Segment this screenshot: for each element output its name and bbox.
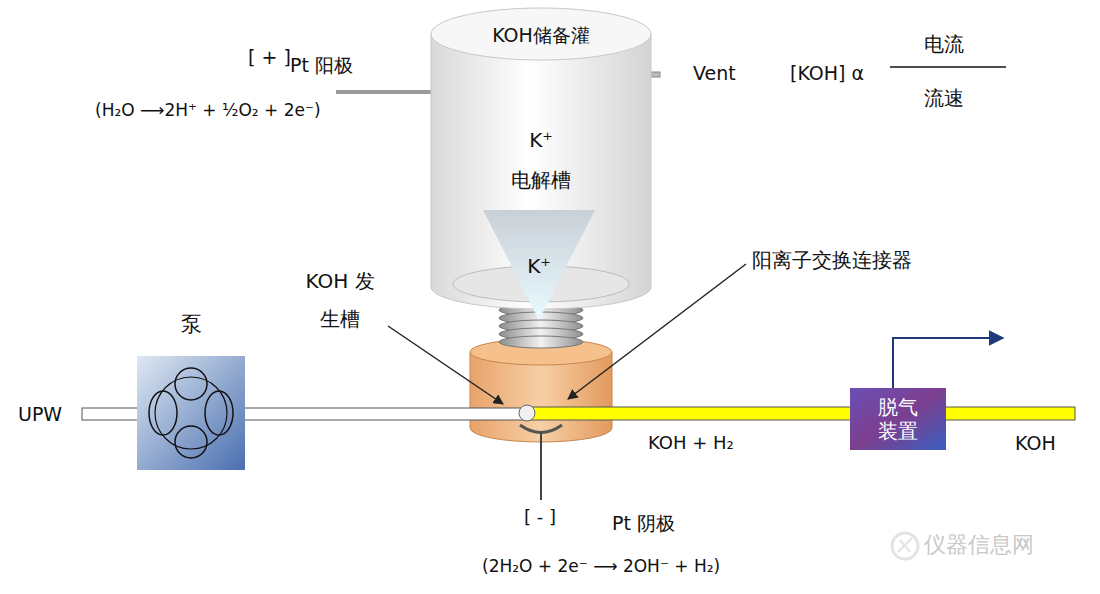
- degas-box: [850, 388, 946, 450]
- pump: 泵: [137, 356, 245, 470]
- label: [ + ]: [248, 46, 291, 69]
- cathode-wire: [540, 432, 542, 500]
- degas-unit: 脱气装置: [850, 388, 946, 450]
- label: Vent: [693, 62, 736, 85]
- node-text: KOH储备灌: [492, 24, 590, 47]
- drawing-part: [898, 538, 912, 552]
- node-text: K⁺: [529, 128, 553, 152]
- label: KOH 发生槽: [298, 262, 382, 338]
- label: (H₂O ⟶2H⁺ + ½O₂ + 2e⁻): [95, 100, 321, 120]
- pump-lobe: [149, 391, 177, 435]
- electrolysis-cone: K⁺: [483, 210, 595, 320]
- label: 阳离子交换连接器: [752, 248, 912, 272]
- fraction-bar: [890, 66, 1006, 68]
- pump-lobe: [175, 368, 207, 400]
- label: (2H₂O + 2e⁻ ⟶ 2OH⁻ + H₂): [482, 556, 720, 576]
- leader-line: [388, 326, 503, 404]
- label: Pt 阴极: [612, 512, 675, 535]
- label: [KOH] α: [790, 62, 864, 85]
- label: KOH: [1015, 432, 1056, 455]
- gas-vent-arrow: [893, 338, 1003, 390]
- koh-generator: [470, 339, 612, 442]
- node-text: 电解槽: [511, 168, 571, 192]
- node-text: K⁺: [527, 254, 551, 278]
- label: [ - ]: [524, 506, 556, 528]
- ion-flow-cone: [483, 210, 595, 320]
- label: UPW: [18, 403, 62, 426]
- reservoir-tank: K⁺ KOH储备灌 K⁺ 电解槽: [430, 4, 652, 309]
- label: KOH + H₂: [648, 432, 734, 454]
- cation-exchange-connector: [519, 405, 535, 421]
- tank-body: [431, 34, 651, 309]
- pump-heading: 泵: [181, 312, 202, 337]
- node-text: 脱气装置: [876, 395, 920, 443]
- pump-lobe: [175, 426, 207, 458]
- pump-box: [137, 356, 245, 470]
- cathode-electrode: [520, 425, 562, 433]
- koh-pipe: [526, 407, 1075, 420]
- pump-lobe: [205, 391, 233, 435]
- pump-rotor: [155, 377, 227, 449]
- drawing-part: [892, 533, 918, 559]
- tank-top: [431, 8, 651, 60]
- watermark-icon: [892, 533, 918, 559]
- label: Pt 阳极: [290, 54, 353, 77]
- label: 流速: [924, 86, 964, 110]
- pump-shape: [137, 356, 245, 470]
- thread-ring: [499, 336, 583, 348]
- label: 电流: [924, 32, 964, 56]
- watermark: 仪器信息网: [924, 532, 1034, 558]
